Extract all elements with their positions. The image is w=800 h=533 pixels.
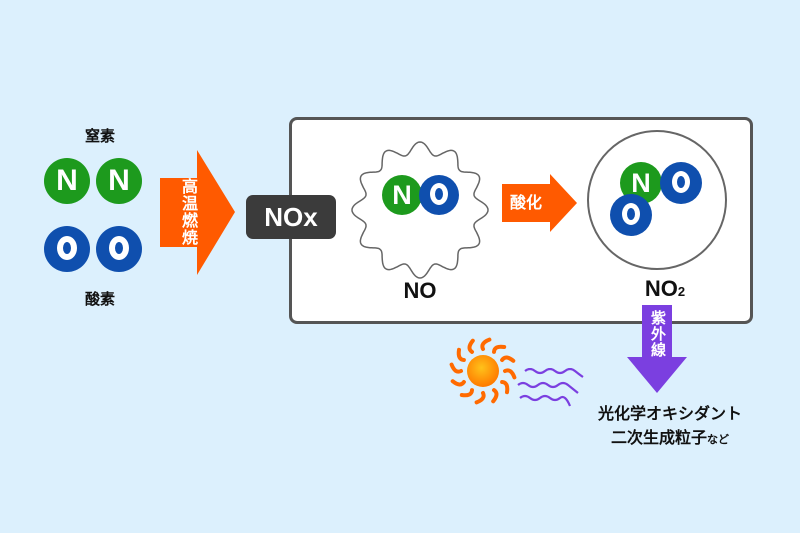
sun-ray <box>467 338 475 354</box>
product-line-2-suffix: など <box>707 433 729 446</box>
atom-symbol-o <box>109 236 129 261</box>
uv-label: 紫外線 <box>649 310 667 358</box>
no2-circle-outline <box>587 130 727 270</box>
sun-ray <box>500 380 510 395</box>
sun-ray <box>474 391 486 405</box>
product-line-2: 二次生成粒子など <box>570 424 770 448</box>
oxygen-atom <box>44 226 90 272</box>
no-wavy-outline <box>351 141 489 279</box>
sun-ray <box>450 379 466 387</box>
sun-ray <box>456 347 466 362</box>
nitrogen-atom: N <box>44 158 90 204</box>
atom-symbol-o <box>672 171 690 194</box>
sun-ray <box>459 388 474 398</box>
no2-label-main: NO <box>644 276 678 301</box>
combustion-label: 高温燃焼 <box>179 178 198 246</box>
oxygen-atom <box>96 226 142 272</box>
nitrogen-atom: N <box>382 175 422 215</box>
product-line-1: 光化学オキシダント <box>597 404 742 423</box>
oxygen-atom <box>419 175 459 215</box>
no2-subscript: 2 <box>677 284 686 299</box>
atom-symbol: N <box>392 180 412 210</box>
nitrogen-label: 窒素 <box>84 127 115 145</box>
combustion-arrow <box>160 150 235 275</box>
atom-symbol: N <box>108 164 130 197</box>
oxidation-arrow <box>502 174 577 232</box>
no2-label: NO2 <box>620 276 710 302</box>
oxygen-label: 酸素 <box>84 290 115 308</box>
no-label: NO <box>403 278 437 303</box>
sun-ray <box>449 362 463 374</box>
uv-waves-icon <box>517 368 584 407</box>
nitrogen-atom: N <box>96 158 142 204</box>
sun-ray <box>480 337 492 351</box>
sun-ray <box>491 388 499 404</box>
atom-symbol-o <box>430 183 448 206</box>
nox-badge: NOx <box>246 195 336 239</box>
atom-symbol: N <box>56 164 78 197</box>
wavy-outline-shape <box>351 141 489 279</box>
uv-arrow <box>627 305 687 393</box>
oxygen-atom <box>660 162 702 204</box>
sun-ray <box>492 344 507 354</box>
sun-ray <box>503 368 517 380</box>
oxygen-atom <box>610 194 652 236</box>
product-line-2-main: 二次生成粒子 <box>610 428 707 447</box>
sun-icon <box>449 337 517 405</box>
sun-ray <box>500 355 516 363</box>
atom-symbol-o <box>622 203 640 226</box>
oxidation-label: 酸化 <box>510 193 543 212</box>
atom-symbol: N <box>631 168 651 198</box>
atom-symbol-o <box>57 236 77 261</box>
